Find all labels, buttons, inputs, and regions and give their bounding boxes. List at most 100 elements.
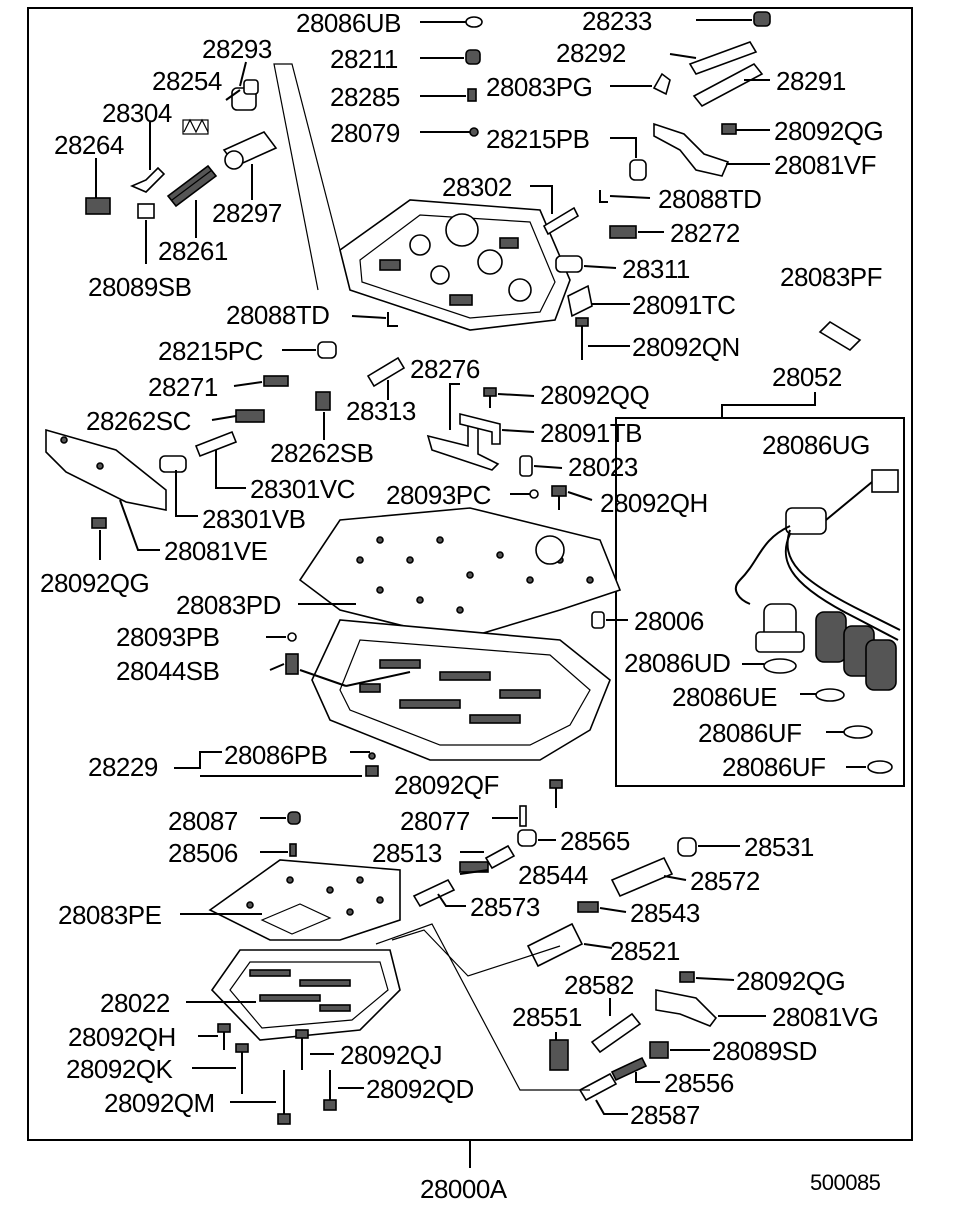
label-28081VF: 28081VF: [774, 150, 876, 180]
label-28086UB: 28086UB: [296, 8, 401, 38]
part-28293: [231, 79, 259, 111]
label-28261: 28261: [158, 236, 228, 266]
part-28093PB: [287, 632, 297, 642]
bracket-28276: [426, 425, 500, 471]
part-28304: [129, 166, 166, 193]
part-28506: [289, 843, 297, 857]
upper-valve-body: [339, 199, 571, 331]
label-28302: 28302: [442, 172, 512, 202]
part-28089SD: [649, 1041, 669, 1059]
bolt-28092QG-c: [679, 971, 695, 983]
label-28292: 28292: [556, 38, 626, 68]
lower-valve-body: [311, 619, 611, 761]
part-28292: [688, 41, 758, 75]
label-28083PG: 28083PG: [486, 72, 592, 102]
leader-lines: [95, 19, 866, 1115]
bracket-28091TC: [567, 284, 593, 318]
label-assembly-28000A: 28000A: [420, 1174, 508, 1204]
label-28092QK: 28092QK: [66, 1054, 174, 1084]
label-28551: 28551: [512, 1002, 582, 1032]
spring-28271: [263, 375, 289, 387]
drawing-number: 500085: [810, 1170, 881, 1195]
part-28513: [484, 844, 516, 870]
label-28092QG-c: 28092QG: [736, 966, 845, 996]
label-28086UD: 28086UD: [624, 648, 730, 678]
separator-plate-28083PD: [298, 507, 622, 641]
part-28087: [287, 811, 301, 825]
label-28271: 28271: [148, 372, 218, 402]
bracket-28091TB: [459, 412, 501, 445]
label-28044SB: 28044SB: [116, 656, 219, 686]
part-28302: [542, 206, 580, 236]
label-28544: 28544: [518, 860, 588, 890]
label-28264: 28264: [54, 130, 124, 160]
part-28079: [469, 127, 479, 137]
label-28092QG-a: 28092QG: [774, 116, 883, 146]
spring-28261: [166, 164, 218, 208]
label-28022: 28022: [100, 988, 170, 1018]
label-28023: 28023: [568, 452, 638, 482]
label-28531: 28531: [744, 832, 814, 862]
spring-28551: [549, 1039, 569, 1071]
part-28587: [578, 1072, 618, 1102]
label-28272: 28272: [670, 218, 740, 248]
bolt-28092QH-a: [551, 485, 567, 510]
spring-28556: [610, 1056, 648, 1082]
label-28565: 28565: [560, 826, 630, 856]
part-28233: [753, 11, 771, 27]
label-28092QQ: 28092QQ: [540, 380, 649, 410]
label-28077: 28077: [400, 806, 470, 836]
part-28311: [555, 255, 583, 273]
part-28301VC: [194, 430, 238, 458]
spring-28262SB: [315, 391, 331, 411]
part-28291: [692, 62, 764, 108]
label-28088TD-b: 28088TD: [226, 300, 329, 330]
label-28092QN: 28092QN: [632, 332, 740, 362]
bracket-28081VG: [655, 989, 718, 1027]
label-28083PD: 28083PD: [176, 590, 281, 620]
part-28089SB: [137, 203, 155, 219]
label-28006: 28006: [634, 606, 704, 636]
label-28556: 28556: [664, 1068, 734, 1098]
label-28301VC: 28301VC: [250, 474, 355, 504]
spring-28044SB: [285, 653, 299, 675]
label-28081VE: 28081VE: [164, 536, 268, 566]
label-28091TC: 28091TC: [632, 290, 735, 320]
label-28211: 28211: [330, 44, 398, 74]
label-28521: 28521: [610, 936, 680, 966]
label-28262SB: 28262SB: [270, 438, 373, 468]
separator-plate-28083PE: [208, 859, 401, 941]
label-28091TB: 28091TB: [540, 418, 642, 448]
solenoid-28086UG: [734, 469, 901, 641]
label-28086UF-a: 28086UF: [698, 718, 801, 748]
part-28565: [517, 829, 537, 847]
bolt-28229: [365, 765, 379, 777]
part-28285: [467, 88, 477, 102]
label-28087: 28087: [168, 806, 238, 836]
label-28092QH-a: 28092QH: [600, 488, 708, 518]
label-28291: 28291: [776, 66, 846, 96]
part-28092QG-a: [721, 123, 737, 135]
label-28093PB: 28093PB: [116, 622, 219, 652]
bolt-28092QG-b: [91, 517, 107, 529]
label-28092QH-b: 28092QH: [68, 1022, 176, 1052]
bolt-28092QD: [323, 1070, 337, 1111]
label-28079: 28079: [330, 118, 400, 148]
label-28582: 28582: [564, 970, 634, 1000]
label-28086UG: 28086UG: [762, 430, 870, 460]
label-28506: 28506: [168, 838, 238, 868]
label-28086UF-b: 28086UF: [722, 752, 825, 782]
label-28089SB: 28089SB: [88, 272, 191, 302]
seal-28086UF-a: [843, 725, 873, 739]
solenoid-valves: [755, 603, 897, 691]
part-28521: [526, 922, 584, 968]
bolt-28092QJ: [295, 1029, 309, 1070]
label-28301VB: 28301VB: [202, 504, 305, 534]
part-28077: [519, 805, 527, 827]
lower-body-28022: [210, 949, 401, 1041]
bolt-28092QN: [575, 317, 589, 360]
label-28572: 28572: [690, 866, 760, 896]
label-28297: 28297: [212, 198, 282, 228]
label-28083PF: 28083PF: [780, 262, 882, 292]
